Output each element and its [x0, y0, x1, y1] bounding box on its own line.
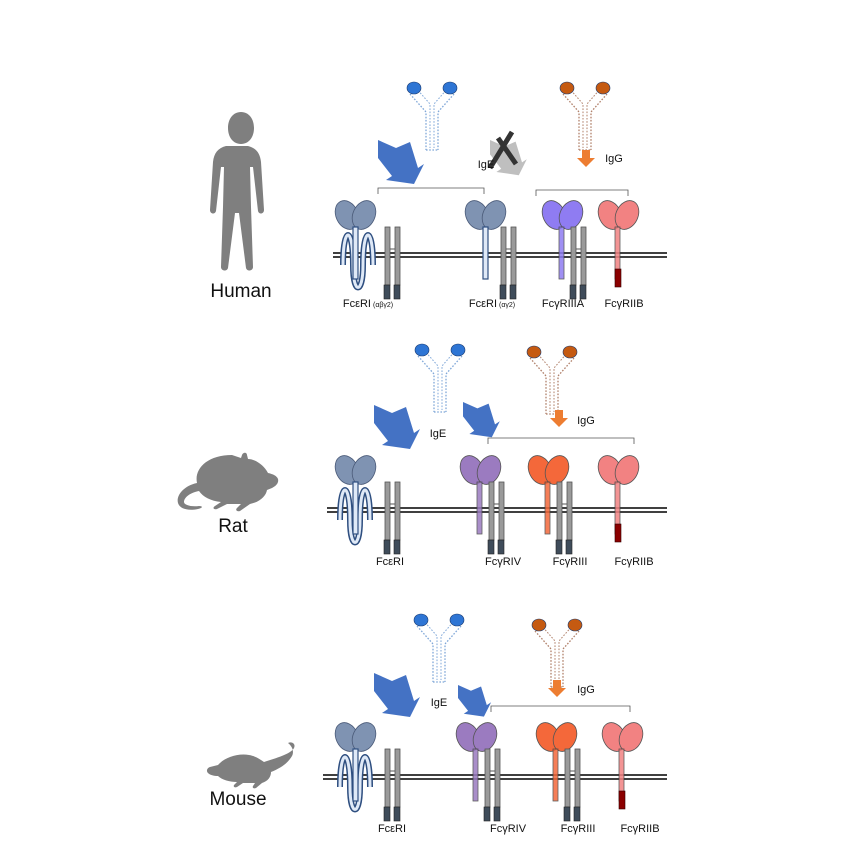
igg-antibody-icon — [526, 345, 578, 415]
igg-binding-arrow-icon — [577, 150, 595, 167]
receptor-label: FcγRIIB — [620, 823, 659, 835]
receptor-1-0 — [330, 451, 401, 555]
ige-binding-arrow-icon — [374, 673, 420, 717]
species-label: Human — [210, 281, 271, 302]
ige-label: IgE — [478, 159, 495, 171]
receptor-label: FcγRIV — [490, 823, 527, 835]
receptor-0-3 — [593, 196, 644, 288]
rat-silhouette-icon — [177, 452, 279, 512]
ige-bracket — [377, 187, 485, 194]
igg-bracket — [490, 705, 631, 712]
igg-binding-arrow-icon — [550, 410, 568, 427]
ige-label: IgE — [431, 697, 448, 709]
human-silhouette-icon — [210, 112, 264, 271]
receptor-label: FcγRIII — [553, 556, 588, 568]
igg-antibody-icon — [531, 618, 583, 688]
receptor-0-0 — [330, 196, 401, 300]
cross-icon — [487, 130, 519, 170]
igg-binding-arrow-icon — [548, 680, 566, 697]
igg-antibody-icon — [559, 81, 611, 151]
receptor-label: FcεRI(αβγ2) — [343, 298, 393, 310]
ige-binding-arrow-icon — [378, 140, 424, 184]
receptor-label: FcγRIIB — [604, 298, 643, 310]
ige-binding-arrow-icon — [374, 405, 420, 449]
igg-bracket — [535, 189, 629, 196]
ige-antibody-icon — [414, 343, 466, 413]
ige-small-arrow-icon — [463, 402, 500, 438]
receptor-label: FcεRI — [378, 823, 406, 835]
receptor-label: FcγRIV — [485, 556, 522, 568]
receptor-label: FcγRIIIA — [542, 298, 585, 310]
receptor-0-2 — [537, 196, 588, 300]
receptor-1-3 — [593, 451, 644, 543]
receptor-2-0 — [330, 718, 401, 822]
igg-label: IgG — [577, 684, 595, 696]
receptor-2-2 — [531, 718, 582, 822]
igg-label: IgG — [577, 415, 595, 427]
mouse-silhouette-icon — [206, 742, 295, 789]
ige-label: IgE — [430, 428, 447, 440]
species-label: Rat — [218, 516, 248, 537]
ige-antibody-icon — [406, 81, 458, 151]
igg-bracket — [487, 437, 635, 444]
ige-antibody-icon — [413, 613, 465, 683]
receptor-1-1 — [455, 451, 506, 555]
receptor-label: FcεRI(αγ2) — [469, 298, 515, 310]
receptor-1-2 — [523, 451, 574, 555]
igg-label: IgG — [605, 153, 623, 165]
receptor-2-1 — [451, 718, 502, 822]
receptor-2-3 — [597, 718, 648, 810]
ige-small-arrow-icon — [458, 685, 492, 717]
receptor-label: FcγRIIB — [614, 556, 653, 568]
species-label: Mouse — [209, 789, 266, 810]
receptor-label: FcεRI — [376, 556, 404, 568]
receptor-label: FcγRIII — [561, 823, 596, 835]
